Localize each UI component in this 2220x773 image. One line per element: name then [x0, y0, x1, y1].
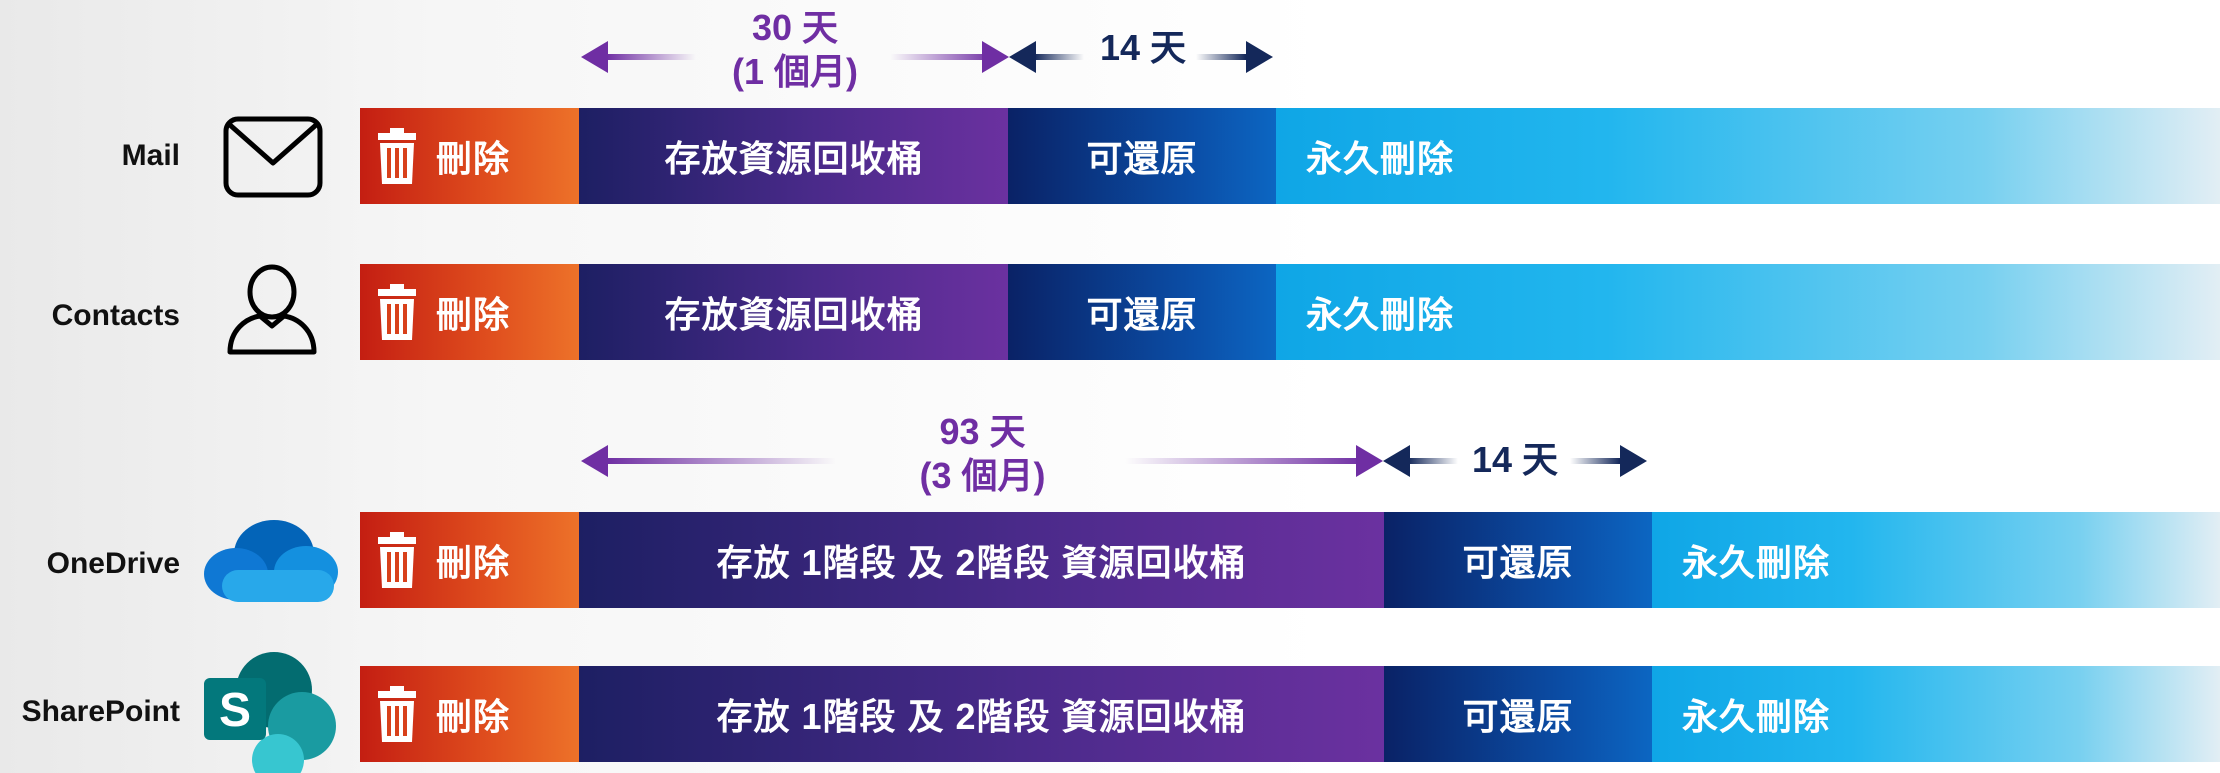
restorable-stage: 可還原 [1384, 666, 1652, 762]
recycle-period-arrow-top [581, 41, 1009, 73]
restorable-stage: 可還原 [1008, 108, 1276, 204]
app-label-mail: Mail [121, 139, 180, 172]
mail-icon [223, 116, 323, 198]
trash-icon [378, 128, 416, 184]
permanent-delete-stage: 永久刪除 [1276, 108, 2220, 204]
onedrive-icon [204, 520, 338, 602]
app-label-onedrive: OneDrive [46, 547, 180, 580]
delete-label: 刪除 [436, 696, 511, 737]
recycle-days-label-top: 30 天 (1 個月) [731, 7, 858, 92]
recycle-bin-stage: 存放資源回收桶 [579, 108, 1009, 204]
recycle-period-arrow-bottom [581, 445, 1383, 477]
permanent-delete-stage: 永久刪除 [1276, 264, 2220, 360]
restorable-stage: 可還原 [1384, 512, 1652, 608]
recycle-bin-stage: 存放 1階段 及 2階段 資源回收桶 [579, 512, 1384, 608]
trash-icon [378, 284, 416, 340]
trash-icon [378, 532, 416, 588]
trash-icon [378, 686, 416, 742]
delete-step: 刪除 [360, 666, 600, 762]
delete-step: 刪除 [360, 512, 600, 608]
restore-days-label-bottom: 14 天 [1471, 439, 1559, 480]
permanent-delete-stage: 永久刪除 [1652, 512, 2220, 608]
delete-label: 刪除 [436, 542, 511, 583]
recycle-days-label-bottom: 93 天 (3 個月) [919, 411, 1046, 496]
delete-label: 刪除 [436, 138, 511, 179]
svg-text:S: S [219, 684, 251, 737]
restorable-stage: 可還原 [1008, 264, 1276, 360]
delete-step: 刪除 [360, 108, 600, 204]
restore-days-label-top: 14 天 [1099, 27, 1187, 68]
app-label-sharepoint: SharePoint [21, 695, 180, 728]
delete-label: 刪除 [436, 294, 511, 335]
restore-period-arrow-bottom [1383, 445, 1647, 477]
restore-period-arrow-top [1009, 41, 1273, 73]
delete-step: 刪除 [360, 264, 600, 360]
permanent-delete-stage: 永久刪除 [1652, 666, 2220, 762]
app-label-contacts: Contacts [51, 299, 180, 332]
recycle-bin-stage: 存放資源回收桶 [579, 264, 1009, 360]
recycle-bin-stage: 存放 1階段 及 2階段 資源回收桶 [579, 666, 1384, 762]
contact-person-icon [227, 264, 317, 355]
sharepoint-icon: S [204, 652, 336, 773]
